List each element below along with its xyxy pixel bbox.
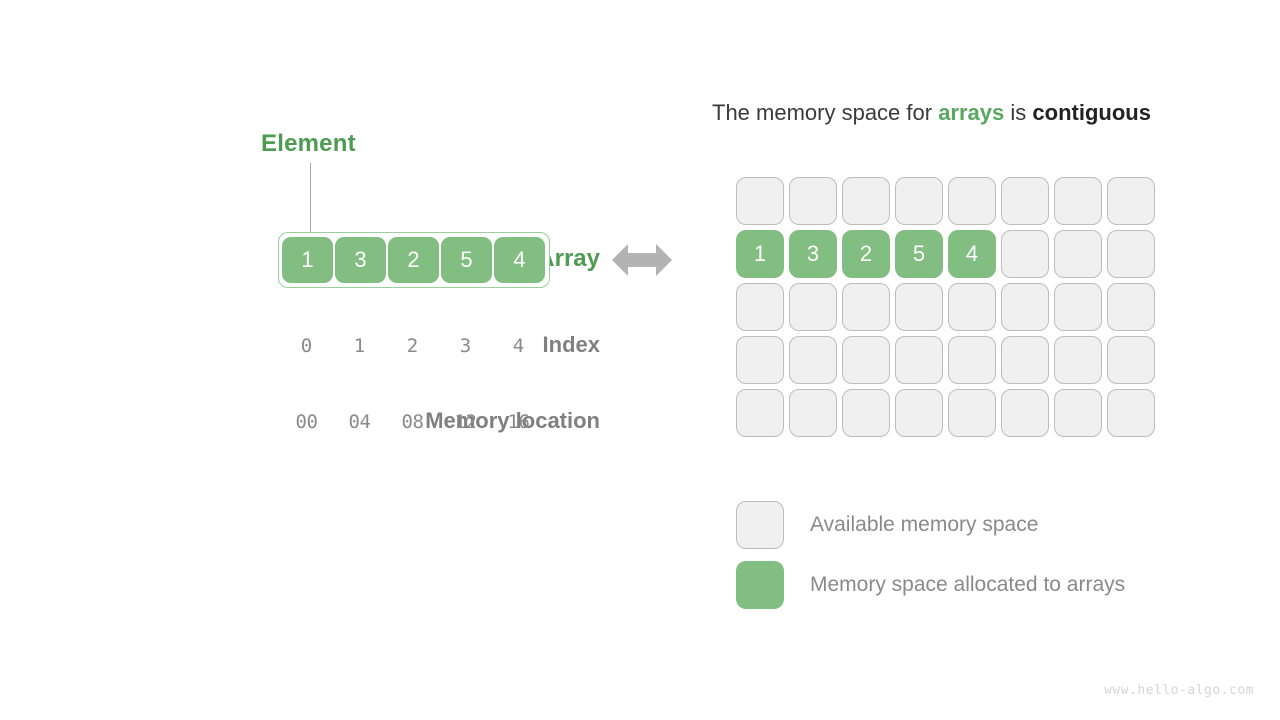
memory-location-value: 04 (348, 411, 371, 433)
memory-cell-allocated: 3 (789, 230, 837, 278)
memory-cell-available (1054, 283, 1102, 331)
memory-cell-available (1107, 336, 1155, 384)
memory-cell-allocated: 5 (895, 230, 943, 278)
legend-swatch-available-icon (736, 501, 784, 549)
memory-cell-available (1001, 230, 1049, 278)
memory-cell-available (1054, 336, 1102, 384)
index-value: 0 (300, 335, 313, 357)
memory-title-strong: contiguous (1032, 100, 1151, 125)
memory-cell-available (736, 177, 784, 225)
double-arrow-icon (612, 238, 672, 282)
memory-cell-available (842, 389, 890, 437)
memory-cell-available (1001, 389, 1049, 437)
array-diagram-panel: Element Array Index Memory location 1 3 … (0, 0, 600, 720)
memory-cell-available (1107, 177, 1155, 225)
memory-cell-available (789, 283, 837, 331)
array-cell: 4 (494, 237, 545, 283)
memory-cell-available (895, 389, 943, 437)
element-callout-connector-line (310, 163, 311, 238)
memory-grid-row (736, 177, 1155, 225)
array-container: 1 3 2 5 4 (278, 232, 550, 288)
memory-location-values-row: 00 04 08 12 16 (278, 411, 550, 433)
memory-cell-available (842, 336, 890, 384)
memory-cell-available (948, 283, 996, 331)
array-cell: 1 (282, 237, 333, 283)
array-cell: 2 (388, 237, 439, 283)
memory-cell-available (948, 177, 996, 225)
index-value: 2 (406, 335, 419, 357)
memory-cell-available (842, 177, 890, 225)
memory-cell-available (1107, 389, 1155, 437)
legend-item-available: Available memory space (736, 495, 1125, 555)
legend: Available memory space Memory space allo… (736, 495, 1125, 615)
memory-grid-row (736, 389, 1155, 437)
index-values-row: 0 1 2 3 4 (278, 335, 550, 357)
memory-cell-available (842, 283, 890, 331)
index-value: 1 (353, 335, 366, 357)
index-value: 3 (459, 335, 472, 357)
memory-cell-available (895, 177, 943, 225)
memory-grid-row (736, 336, 1155, 384)
memory-title-part1: The memory space for (712, 100, 939, 125)
memory-cell-available (895, 336, 943, 384)
legend-label-available: Available memory space (810, 513, 1039, 536)
memory-cell-available (789, 389, 837, 437)
memory-title-accent: arrays (938, 100, 1005, 125)
memory-location-value: 12 (454, 411, 477, 433)
memory-cell-allocated: 2 (842, 230, 890, 278)
memory-cell-allocated: 4 (948, 230, 996, 278)
memory-cell-available (1054, 177, 1102, 225)
memory-cell-available (1001, 177, 1049, 225)
memory-location-value: 00 (295, 411, 318, 433)
memory-cell-available (1001, 336, 1049, 384)
memory-cell-available (789, 177, 837, 225)
memory-grid-row (736, 283, 1155, 331)
legend-item-allocated: Memory space allocated to arrays (736, 555, 1125, 615)
index-value: 4 (512, 335, 525, 357)
array-cell: 5 (441, 237, 492, 283)
memory-cell-available (948, 389, 996, 437)
memory-cell-allocated: 1 (736, 230, 784, 278)
memory-cell-available (1054, 389, 1102, 437)
legend-label-allocated: Memory space allocated to arrays (810, 573, 1126, 596)
memory-title-part2: is (1004, 100, 1033, 125)
memory-location-row-label: Memory location (425, 408, 600, 433)
memory-cell-available (736, 389, 784, 437)
memory-location-value: 16 (507, 411, 530, 433)
index-row-label: Index (542, 332, 600, 357)
element-callout-label: Element (261, 130, 356, 157)
memory-cell-available (736, 283, 784, 331)
memory-cell-available (789, 336, 837, 384)
memory-cell-available (895, 283, 943, 331)
memory-cell-available (736, 336, 784, 384)
array-cell: 3 (335, 237, 386, 283)
memory-title: The memory space for arrays is contiguou… (712, 100, 1151, 126)
memory-cell-available (1054, 230, 1102, 278)
legend-swatch-allocated-icon (736, 561, 784, 609)
memory-cell-available (1107, 283, 1155, 331)
memory-cell-available (1001, 283, 1049, 331)
memory-location-value: 08 (401, 411, 424, 433)
memory-layout-panel: The memory space for arrays is contiguou… (700, 0, 1280, 720)
watermark: www.hello-algo.com (1104, 683, 1254, 698)
memory-cell-available (948, 336, 996, 384)
memory-cell-available (1107, 230, 1155, 278)
